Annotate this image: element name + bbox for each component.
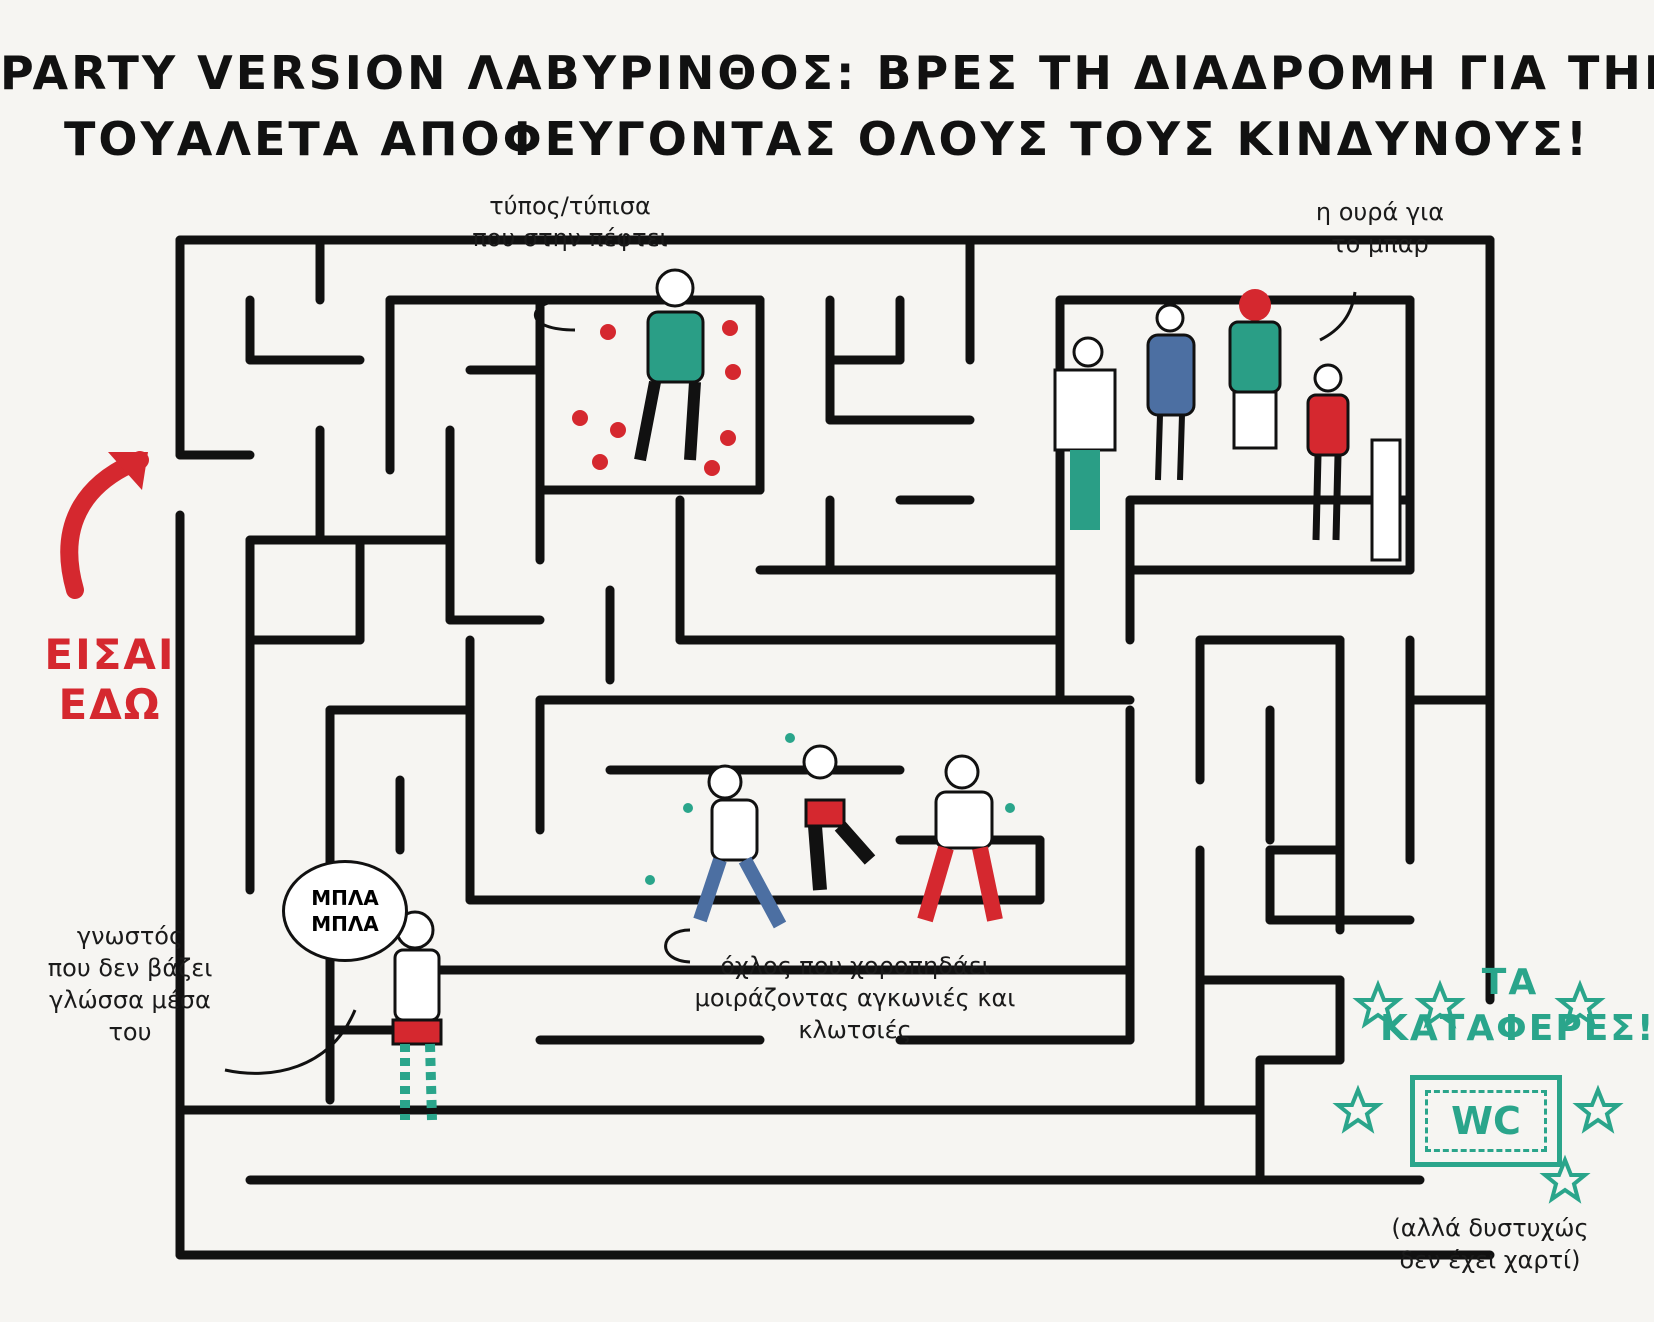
talker-label: γνωστός που δεν βάζει γλώσσα μέσα του: [47, 922, 213, 1046]
talker-pointer-arrow-icon: [224, 1009, 357, 1075]
start-arrowhead-icon: [108, 452, 148, 490]
heart-icons: [572, 320, 741, 476]
wc-sign[interactable]: WC: [1410, 1075, 1562, 1167]
dancing-crowd-icon: [693, 744, 1003, 929]
goal-label: ΤΑ ΚΑΤΑΦΕΡΕΣ!: [1380, 962, 1654, 1049]
dancers-label: όχλος που χοροπηδάει μοιράζοντας αγκωνιέ…: [694, 952, 1016, 1044]
start-label: ΕΙΣΑΙ ΕΔΩ: [44, 630, 176, 729]
start-arrow-icon: [60, 451, 149, 599]
speech-bubble: ΜΠΛΑ ΜΠΛΑ: [282, 860, 408, 962]
talker-character-icon: [391, 910, 443, 1121]
music-note-icons: [645, 733, 1015, 885]
wc-label: WC: [1425, 1090, 1547, 1152]
crush-pointer-arrow-icon: [533, 298, 576, 332]
star-icons: [1332, 979, 1624, 1204]
maze-walls: [175, 235, 1495, 1260]
queue-pointer-arrow-icon: [1319, 291, 1357, 342]
crush-character-icon: [634, 268, 705, 462]
goal-note: (αλλά δυστυχώς δεν έχει χαρτί): [1391, 1214, 1589, 1274]
bar-queue-icon: [1053, 289, 1402, 562]
crowd-pointer-arrow-icon: [664, 928, 691, 964]
title-line-1: PARTY VERSION ΛΑΒΥΡΙΝΘΟΣ: ΒΡΕΣ ΤΗ ΔΙΑΔΡΟ…: [0, 46, 1654, 100]
crush-label: τύπος/τύπισα που στην πέφτει: [472, 192, 668, 252]
bar-queue-label: η ουρά για το μπαρ: [1315, 198, 1445, 258]
page-title: PARTY VERSION ΛΑΒΥΡΙΝΘΟΣ: ΒΡΕΣ ΤΗ ΔΙΑΔΡΟ…: [0, 40, 1654, 172]
title-line-2: ΤΟΥΑΛΕΤΑ ΑΠΟΦΕΥΓΟΝΤΑΣ ΟΛΟΥΣ ΤΟΥΣ ΚΙΝΔΥΝΟ…: [63, 112, 1591, 166]
